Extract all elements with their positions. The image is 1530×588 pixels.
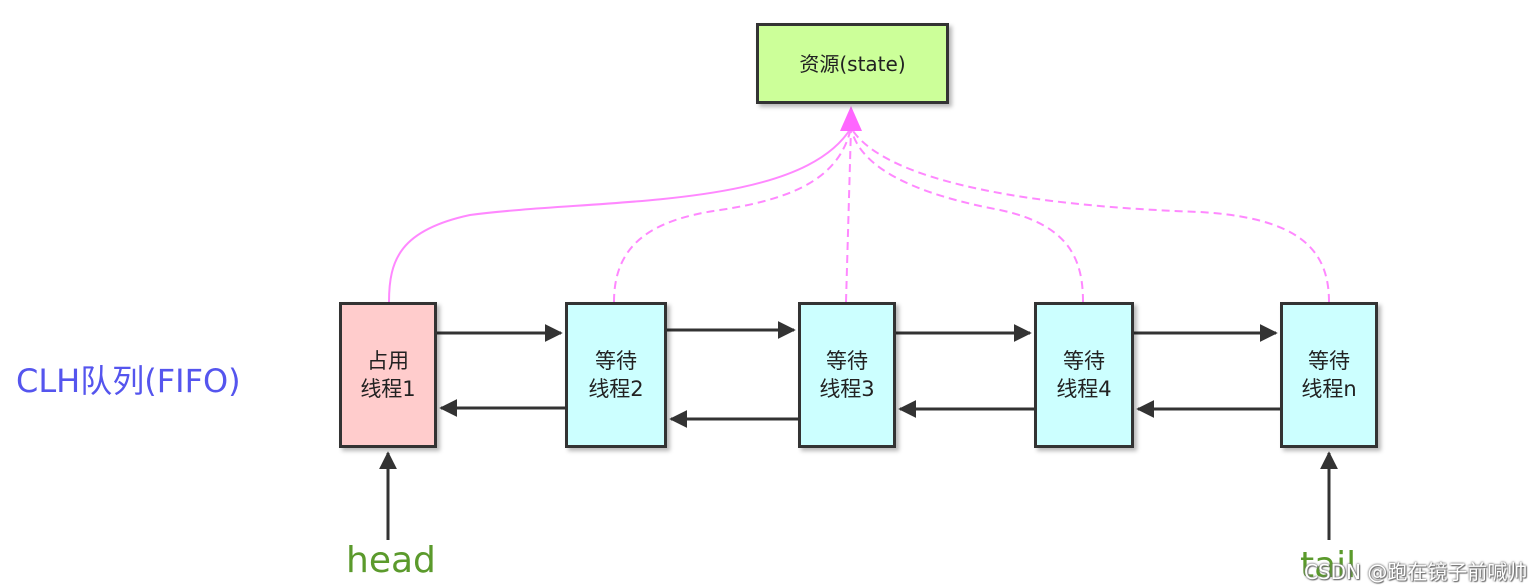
node-thread-name: 线程1 — [360, 377, 416, 401]
queue-node-thread-1: 占用 线程1 — [339, 302, 437, 448]
node-status: 占用 — [367, 349, 409, 373]
node-status: 等待 — [595, 349, 637, 373]
queue-node-thread-n: 等待 线程n — [1280, 302, 1378, 448]
head-label: head — [346, 540, 436, 581]
node-status: 等待 — [826, 349, 868, 373]
node-thread-name: 线程4 — [1056, 377, 1112, 401]
resource-arrowhead — [840, 106, 862, 131]
queue-node-thread-2: 等待 线程2 — [565, 302, 667, 448]
clh-queue-label: CLH队列(FIFO) — [16, 362, 241, 400]
node-status: 等待 — [1308, 349, 1350, 373]
node-thread-name: 线程n — [1301, 377, 1357, 401]
queue-node-thread-3: 等待 线程3 — [798, 302, 896, 448]
contention-line-thread-1 — [388, 127, 852, 303]
node-thread-name: 线程3 — [819, 377, 875, 401]
node-status: 等待 — [1063, 349, 1105, 373]
contention-line-thread-3 — [845, 127, 852, 303]
resource-label: 资源(state) — [799, 51, 906, 76]
node-thread-name: 线程2 — [588, 377, 644, 401]
contention-line-thread-n — [850, 127, 1330, 303]
contention-line-thread-2 — [613, 127, 852, 303]
contention-line-thread-4 — [850, 127, 1084, 303]
csdn-watermark: CSDN @跑在镜子前喊帅 — [1304, 560, 1528, 584]
queue-node-thread-4: 等待 线程4 — [1034, 302, 1134, 448]
resource-state-box: 资源(state) — [756, 23, 949, 104]
tail-label: tail — [1300, 545, 1357, 586]
